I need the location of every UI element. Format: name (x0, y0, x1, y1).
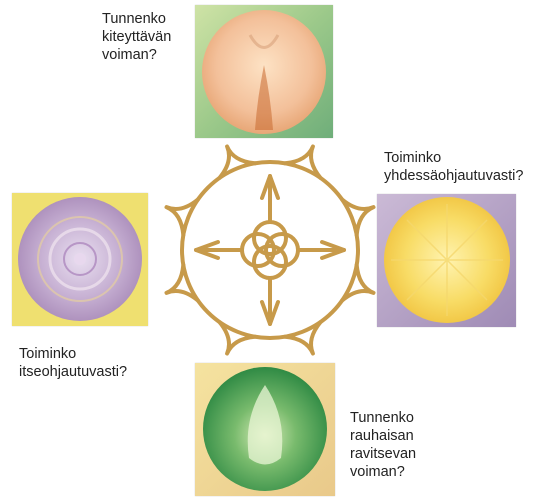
ring-spike (219, 322, 255, 354)
question-right: Toiminko yhdessäohjautuvasti? (384, 149, 523, 185)
question-top: Tunnenko kiteyttävän voiman? (102, 10, 171, 64)
ring-spike (342, 265, 374, 301)
compass-emblem (155, 135, 385, 365)
ring-spike (167, 265, 199, 301)
ring-spike (167, 199, 199, 235)
ring-spike (285, 322, 321, 354)
painting-right (377, 194, 516, 327)
painting-bottom (195, 363, 335, 496)
question-bottom: Tunnenko rauhaisan ravitsevan voiman? (350, 409, 416, 481)
ring-spike (285, 147, 321, 179)
painting-top (195, 5, 333, 138)
painting-left (12, 193, 148, 326)
ring-spike (342, 199, 374, 235)
question-left: Toiminko itseohjautuvasti? (19, 345, 127, 381)
ring-spike (219, 147, 255, 179)
emblem-group (167, 147, 374, 354)
